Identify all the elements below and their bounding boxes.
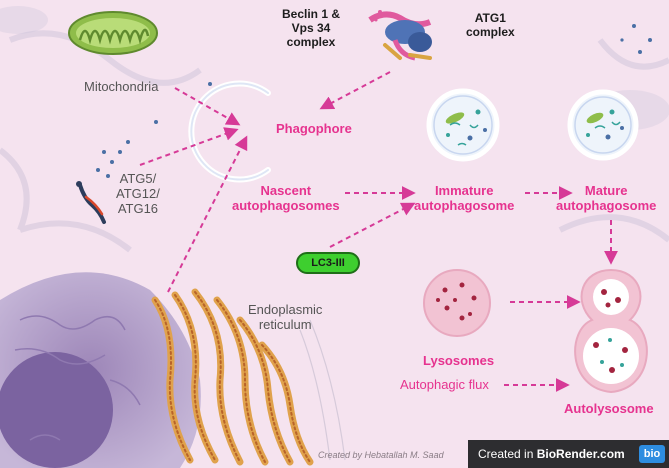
cytosol-dots: [96, 82, 212, 178]
label-autophagic-flux: Autophagic flux: [400, 377, 489, 392]
dots-topright: [620, 24, 652, 54]
label-immature-line1: Immature: [434, 183, 494, 198]
label-atg5-complex: ATG5/ ATG12/ ATG16: [116, 171, 160, 217]
biorender-text: Created in BioRender.com: [468, 447, 625, 461]
lysosome-icon: [423, 269, 491, 337]
label-lysosomes: Lysosomes: [423, 353, 495, 368]
label-mature-autophagosome: Mature autophagosome: [556, 183, 657, 214]
label-nascent-line1: Nascent: [260, 183, 312, 198]
label-mature-line1: Mature: [584, 183, 628, 198]
arrow-er-to-phagophore: [167, 135, 248, 293]
lc3-iii-badge: LC3-III: [296, 252, 360, 274]
mitochondrion-icon: [68, 11, 158, 55]
biorender-name: BioRender.com: [536, 447, 625, 461]
autolysosome-icon: [574, 268, 648, 394]
nucleus: [0, 272, 201, 468]
label-atg1-line1: ATG1: [474, 11, 506, 25]
arrow-lc3-to-immature: [329, 202, 416, 248]
immature-autophagosome-icon: [426, 88, 500, 162]
phagophore-icon: [188, 80, 271, 183]
label-beclin-line1: Beclin 1 &: [282, 7, 341, 21]
author-credit: Created by Hebatallah M. Saad: [318, 450, 444, 460]
arrow-beclin-to-phagophore: [319, 71, 391, 110]
biorender-badge: bio: [639, 445, 665, 463]
label-phagophore: Phagophore: [276, 121, 352, 136]
label-beclin-line3: complex: [286, 34, 336, 49]
endoplasmic-reticulum: [151, 288, 314, 466]
label-beclin-line2: Vps 34: [291, 20, 331, 35]
label-atg5-line1: ATG5/: [119, 171, 157, 186]
background-organelles: [0, 30, 669, 253]
label-er-line1: Endoplasmic: [248, 302, 323, 317]
label-beclin-complex: Beclin 1 & Vps 34 complex: [282, 7, 341, 49]
label-nascent-autophagosomes: Nascent autophagosomes: [232, 183, 340, 214]
label-autolysosome: Autolysosome: [564, 401, 654, 416]
label-atg5-line3: ATG16: [117, 200, 159, 216]
label-immature-autophagosome: Immature autophagosome: [414, 183, 515, 214]
label-nascent-line2: autophagosomes: [232, 197, 340, 213]
label-atg1-complex: ATG1 complex: [466, 11, 515, 40]
arrow-mito-to-phagophore: [174, 87, 241, 126]
arrow-atg5-to-phagophore: [139, 127, 239, 166]
biorender-watermark: Created in BioRender.com bio: [468, 440, 669, 468]
mature-autophagosome-icon: [567, 89, 639, 161]
atg5-complex-icon: [76, 181, 106, 224]
label-mature-line2: autophagosome: [556, 197, 657, 213]
biorender-prefix: Created in: [478, 447, 537, 461]
label-atg1-line2: complex: [466, 24, 515, 39]
label-mitochondria: Mitochondria: [84, 79, 159, 94]
label-endoplasmic-reticulum: Endoplasmic reticulum: [248, 302, 323, 333]
label-immature-line2: autophagosome: [414, 197, 515, 213]
label-er-line2: reticulum: [258, 316, 312, 332]
label-atg5-line2: ATG12/: [116, 185, 160, 201]
beclin-atg1-complex-icon: [368, 10, 432, 61]
pathway-arrows: [139, 71, 618, 392]
